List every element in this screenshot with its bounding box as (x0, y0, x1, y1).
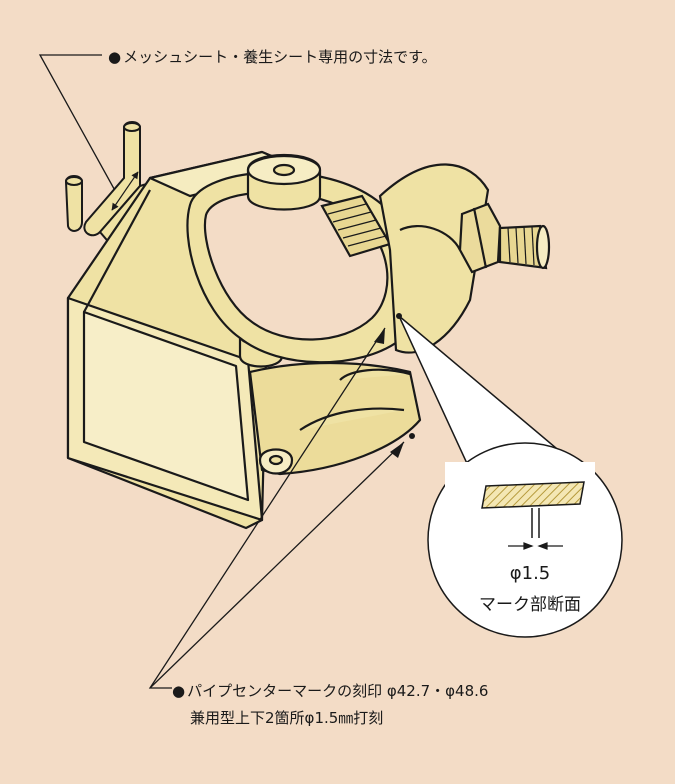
mesh-sheet-note: メッシュシート・養生シート専用の寸法です。 (108, 46, 437, 67)
top-leader-line (38, 54, 119, 197)
detail-caption: マーク部断面 (479, 595, 581, 615)
bottom-leader-lines (148, 327, 405, 689)
mark-cross-section (481, 481, 585, 538)
right-clamp-arm (378, 163, 551, 354)
detail-diameter-label: φ1.5 (509, 563, 551, 584)
upper-clamp-ring (186, 154, 422, 364)
diameter-dimension (508, 542, 563, 550)
center-mark-note: パイプセンターマークの刻印 φ42.7・φ48.6 (172, 680, 488, 701)
mark-arrows (374, 328, 404, 458)
center-mark-note-line2: 兼用型上下2箇所φ1.5㎜打刻 (190, 709, 384, 727)
hook-dimension (111, 171, 139, 211)
